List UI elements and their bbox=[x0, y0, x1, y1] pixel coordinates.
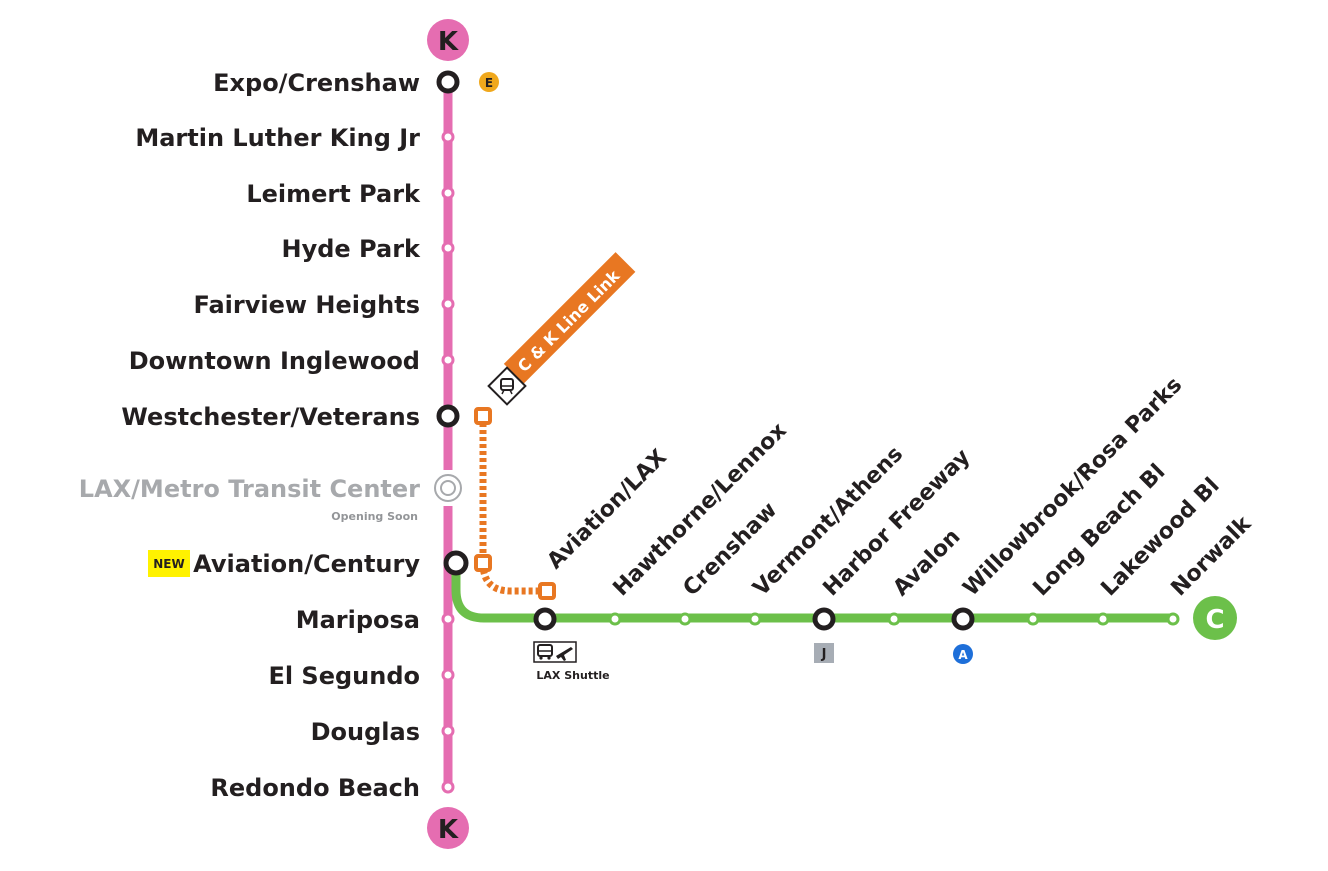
stop-marker bbox=[1166, 612, 1180, 626]
link-stop-aviation-lax bbox=[538, 582, 556, 600]
k-line-badge-bottom-letter: K bbox=[438, 815, 459, 845]
station-label: Hyde Park bbox=[282, 235, 422, 263]
stop-marker bbox=[1026, 612, 1040, 626]
station-westchester-veterans[interactable]: Westchester/Veterans bbox=[121, 403, 460, 431]
station-el-segundo[interactable]: El Segundo bbox=[268, 662, 455, 690]
opening-soon-label: Opening Soon bbox=[331, 510, 418, 523]
station-mariposa[interactable]: Mariposa bbox=[296, 606, 455, 634]
stop-marker bbox=[441, 130, 455, 144]
station-label: LAX/Metro Transit Center bbox=[79, 475, 420, 503]
c-line-badge-letter: C bbox=[1205, 605, 1224, 635]
station-label: Leimert Park bbox=[246, 180, 421, 208]
stop-marker bbox=[441, 668, 455, 682]
future-stop-marker-inner bbox=[440, 480, 456, 496]
transfer-stop-marker bbox=[951, 607, 975, 631]
stop-marker bbox=[441, 297, 455, 311]
stop-marker bbox=[441, 612, 455, 626]
transfer-stop-marker bbox=[436, 70, 460, 94]
station-martin-luther-king-jr[interactable]: Martin Luther King Jr bbox=[135, 124, 455, 152]
bus-icon bbox=[537, 644, 553, 660]
stop-marker bbox=[441, 780, 455, 794]
stop-marker bbox=[608, 612, 622, 626]
j-line-connection-letter: J bbox=[821, 647, 827, 662]
k-line-badge-bottom bbox=[427, 807, 469, 849]
stop-marker bbox=[441, 241, 455, 255]
link-label-bg bbox=[503, 252, 636, 384]
station-label: Downtown Inglewood bbox=[129, 347, 420, 375]
station-avalon[interactable]: Avalon bbox=[887, 524, 966, 626]
station-fairview-heights[interactable]: Fairview Heights bbox=[193, 291, 455, 319]
link-label-group: C & K Line Link bbox=[503, 252, 636, 384]
station-label: Lakewood Bl bbox=[1097, 473, 1225, 601]
station-label: Expo/Crenshaw bbox=[213, 69, 420, 97]
station-label: Martin Luther King Jr bbox=[135, 124, 420, 152]
k-line-badge-top-letter: K bbox=[438, 27, 459, 57]
station-label: Redondo Beach bbox=[210, 774, 420, 802]
station-hyde-park[interactable]: Hyde Park bbox=[282, 235, 455, 263]
link-label: C & K Line Link bbox=[514, 266, 624, 376]
station-label: Aviation/Century bbox=[193, 550, 420, 578]
stop-marker bbox=[748, 612, 762, 626]
new-badge-label: NEW bbox=[153, 557, 184, 571]
k-line-badge-top bbox=[427, 19, 469, 61]
c-line-track bbox=[451, 563, 1175, 623]
link-stop-westchester bbox=[474, 407, 492, 425]
transfer-stop-marker bbox=[443, 550, 469, 576]
lax-shuttle-icons: LAX Shuttle bbox=[533, 641, 610, 682]
transfer-stop-marker bbox=[436, 404, 460, 428]
new-badge bbox=[148, 550, 190, 577]
stop-marker bbox=[887, 612, 901, 626]
stop-marker bbox=[441, 353, 455, 367]
e-line-connection-letter: E bbox=[485, 76, 493, 90]
tram-icon bbox=[487, 366, 527, 406]
station-willowbrook-rosa-parks[interactable]: Willowbrook/Rosa Parks bbox=[951, 373, 1187, 631]
station-douglas[interactable]: Douglas bbox=[311, 718, 455, 746]
station-redondo-beach[interactable]: Redondo Beach bbox=[210, 774, 455, 802]
transfer-stop-marker bbox=[533, 607, 557, 631]
station-leimert-park[interactable]: Leimert Park bbox=[246, 180, 455, 208]
station-label: Fairview Heights bbox=[193, 291, 420, 319]
station-downtown-inglewood[interactable]: Downtown Inglewood bbox=[129, 347, 455, 375]
plane-icon bbox=[556, 647, 573, 661]
stop-marker bbox=[441, 186, 455, 200]
station-lax-metro-transit-center[interactable]: LAX/Metro Transit Center Opening Soon bbox=[79, 474, 462, 523]
j-line-connection-badge bbox=[814, 643, 834, 663]
station-label: Douglas bbox=[311, 718, 420, 746]
link-line-track bbox=[479, 416, 547, 595]
stop-marker bbox=[678, 612, 692, 626]
station-label: El Segundo bbox=[268, 662, 420, 690]
station-label: Mariposa bbox=[296, 606, 420, 634]
c-line-badge bbox=[1193, 596, 1237, 640]
station-aviation-century[interactable]: Aviation/Century bbox=[193, 550, 469, 578]
station-label: Westchester/Veterans bbox=[121, 403, 420, 431]
link-stop-aviation-century bbox=[474, 554, 492, 572]
lax-shuttle-label: LAX Shuttle bbox=[536, 669, 609, 682]
e-line-connection-badge bbox=[479, 72, 499, 92]
a-line-connection-badge bbox=[953, 644, 973, 664]
stop-marker bbox=[441, 724, 455, 738]
station-aviation-lax[interactable]: Aviation/LAX bbox=[533, 445, 672, 631]
transfer-stop-marker bbox=[812, 607, 836, 631]
a-line-connection-letter: A bbox=[958, 648, 968, 662]
stop-marker bbox=[1096, 612, 1110, 626]
station-expo-crenshaw[interactable]: Expo/Crenshaw bbox=[213, 69, 460, 97]
